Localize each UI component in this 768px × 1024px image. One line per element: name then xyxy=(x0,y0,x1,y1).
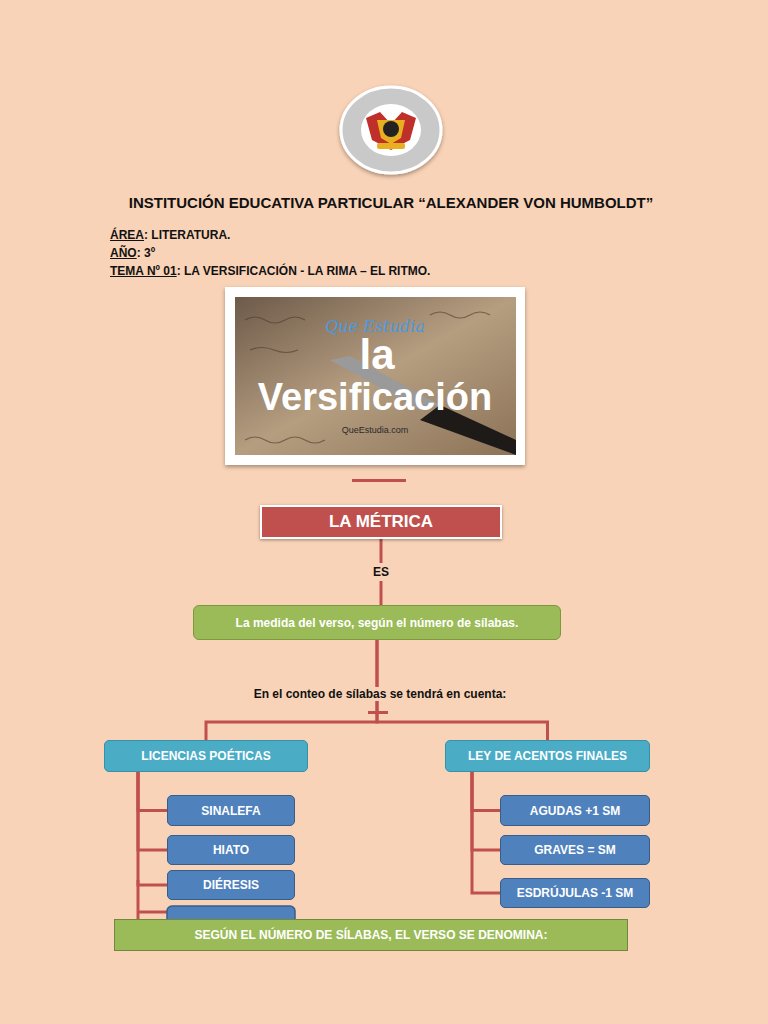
branch-line xyxy=(138,911,167,914)
item-box: HIATO xyxy=(167,835,295,865)
connector-line xyxy=(472,772,500,893)
heading-box: LA MÉTRICA xyxy=(260,505,502,539)
item-box: SINALEFA xyxy=(167,795,295,826)
box-text: ESDRÚJULAS -1 SM xyxy=(517,886,634,900)
box-text: LICENCIAS POÉTICAS xyxy=(141,749,270,763)
divider-dash xyxy=(352,479,406,482)
item-box: AGUDAS +1 SM xyxy=(500,795,650,826)
item-box: ESDRÚJULAS -1 SM xyxy=(500,878,650,908)
info-line: ÁREA: LITERATURA. xyxy=(110,228,230,242)
watermark: QueEstudia.com xyxy=(342,425,409,435)
connector-line xyxy=(138,772,167,885)
definition-box: La medida del verso, según el número de … xyxy=(193,605,561,640)
connector-line xyxy=(138,772,167,811)
connector-line xyxy=(138,772,167,850)
box-text: DIÉRESIS xyxy=(203,878,259,892)
category-box: LICENCIAS POÉTICAS xyxy=(104,740,308,772)
field-name: ÁREA xyxy=(110,228,144,242)
note-text: En el conteo de sílabas se tendrá en cue… xyxy=(250,687,511,701)
connector-line xyxy=(472,772,500,811)
field-name: TEMA Nº 01 xyxy=(110,264,177,278)
item-box: GRAVES = SM xyxy=(500,835,650,865)
box-text: SEGÚN EL NÚMERO DE SÍLABAS, EL VERSO SE … xyxy=(195,928,548,942)
field-name: AÑO xyxy=(110,246,137,260)
field-value: : 3º xyxy=(137,246,155,260)
section-band: SEGÚN EL NÚMERO DE SÍLABAS, EL VERSO SE … xyxy=(114,919,628,951)
box-text: LEY DE ACENTOS FINALES xyxy=(468,749,627,763)
box-text: La medida del verso, según el número de … xyxy=(236,616,519,630)
category-box: LEY DE ACENTOS FINALES xyxy=(445,740,650,772)
box-text: HIATO xyxy=(213,843,249,857)
info-line: TEMA Nº 01: LA VERSIFICACIÓN - LA RIMA –… xyxy=(110,264,430,278)
item-box: DIÉRESIS xyxy=(167,870,295,900)
edge-label: ES xyxy=(369,563,393,581)
info-line: AÑO: 3º xyxy=(110,246,155,260)
connector-line xyxy=(472,772,500,850)
box-text: AGUDAS +1 SM xyxy=(530,804,620,818)
page-title: INSTITUCIÓN EDUCATIVA PARTICULAR “ALEXAN… xyxy=(14,194,768,211)
box-text: GRAVES = SM xyxy=(534,843,615,857)
box-text: SINALEFA xyxy=(201,804,260,818)
box-text: LA MÉTRICA xyxy=(329,512,433,532)
field-value: : LITERATURA. xyxy=(144,228,230,242)
picture-text: Versificación xyxy=(258,378,492,416)
school-logo xyxy=(341,87,441,173)
field-value: : LA VERSIFICACIÓN - LA RIMA – EL RITMO. xyxy=(177,264,431,278)
title-picture xyxy=(225,287,525,465)
picture-text: la xyxy=(359,334,394,376)
